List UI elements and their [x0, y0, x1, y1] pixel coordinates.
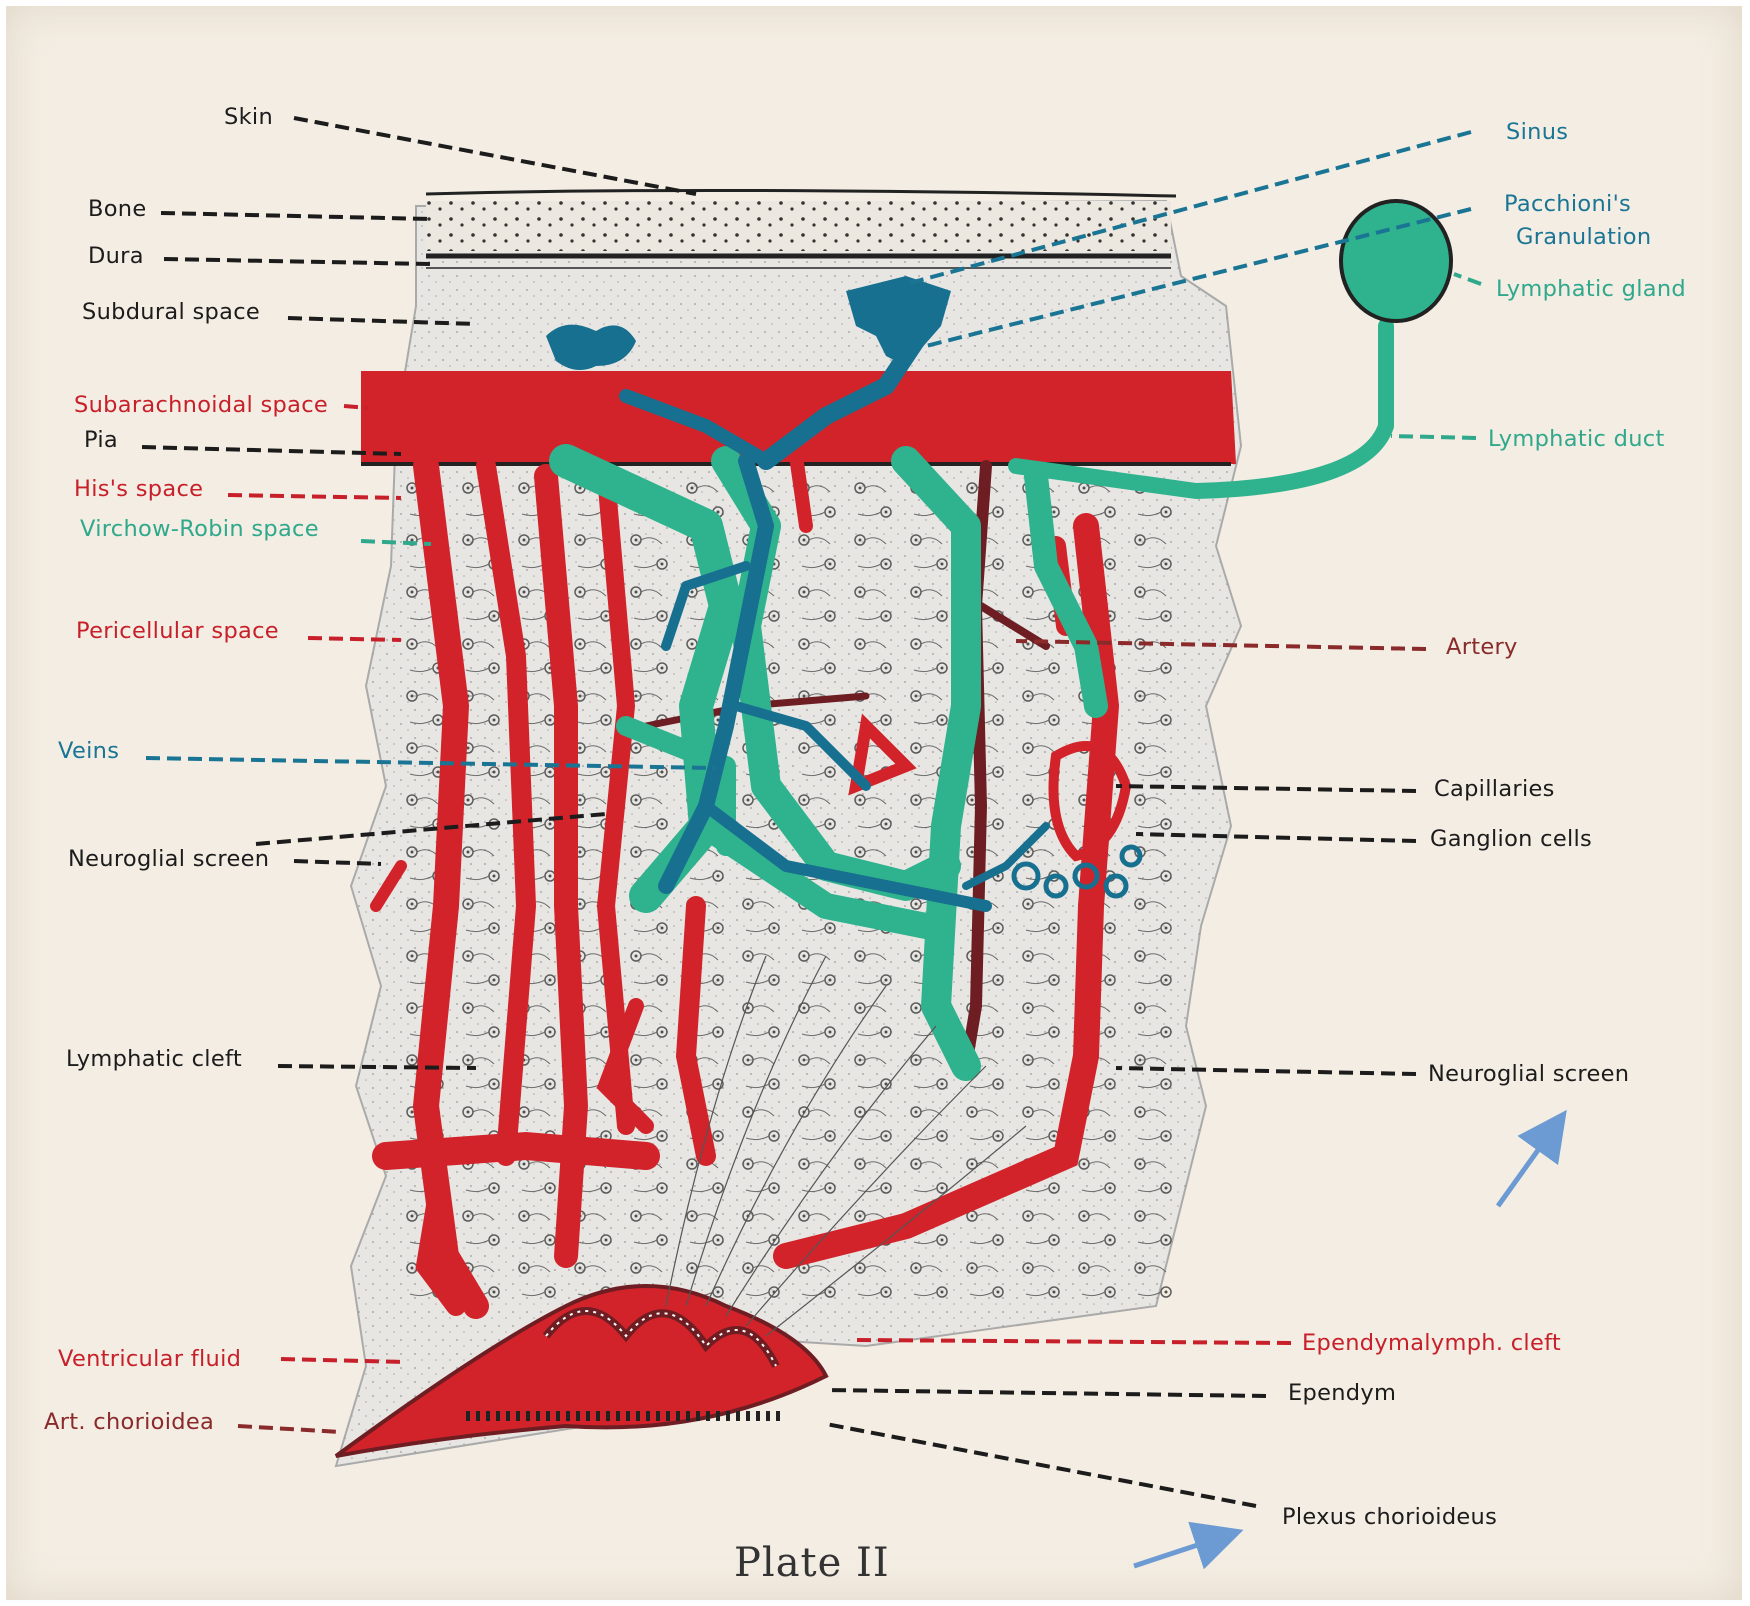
label-artery: Artery: [1446, 634, 1518, 660]
arrow-annotation-icon: [1495, 1109, 1567, 1208]
skin-layer: [425, 188, 1177, 198]
label-skin: Skin: [224, 104, 273, 130]
label-neuroglial-screen-left: Neuroglial screen: [68, 846, 269, 872]
label-subdural-space: Subdural space: [82, 299, 260, 325]
label-pacchionis-line1: Pacchioni's: [1504, 191, 1631, 217]
annotation-arrows: [1133, 1109, 1567, 1570]
arrow-annotation-icon: [1133, 1521, 1244, 1570]
label-his-space: His's space: [74, 476, 203, 502]
vein-vessels: [619, 317, 1050, 912]
lymphatic-gland: [1339, 199, 1453, 323]
label-art-chorioidea: Art. chorioidea: [44, 1409, 214, 1435]
pacchioni-granulation: [546, 324, 636, 370]
label-lymphatic-duct: Lymphatic duct: [1488, 426, 1665, 452]
plexus-chorioideus-drawing: [334, 1284, 829, 1458]
label-veins: Veins: [58, 738, 119, 764]
label-capillaries: Capillaries: [1434, 776, 1555, 802]
label-ependymalymph-cleft: Ependymalymph. cleft: [1302, 1330, 1561, 1356]
subarachnoidal-band: [361, 371, 1236, 464]
label-lymphatic-gland: Lymphatic gland: [1496, 276, 1686, 302]
label-subarachnoidal-space: Subarachnoidal space: [74, 392, 328, 418]
label-ganglion-cells: Ganglion cells: [1430, 826, 1592, 852]
plate-caption: Plate II: [734, 1540, 890, 1586]
label-pia: Pia: [84, 427, 118, 453]
label-ependym: Ependym: [1288, 1380, 1396, 1406]
capillary-knot: [1011, 844, 1143, 899]
plate-background: Skin Bone Dura Subdural space Subarachno…: [6, 6, 1742, 1600]
label-pacchionis-line2: Granulation: [1516, 224, 1651, 250]
leader-lines: [141, 116, 1482, 1508]
label-dura: Dura: [88, 243, 144, 269]
label-sinus: Sinus: [1506, 119, 1568, 145]
label-bone: Bone: [88, 196, 147, 222]
labels-left: Skin Bone Dura Subdural space Subarachno…: [44, 104, 328, 1435]
anatomy-diagram: Skin Bone Dura Subdural space Subarachno…: [44, 104, 1686, 1586]
label-lymphatic-cleft: Lymphatic cleft: [66, 1046, 242, 1072]
label-ventricular-fluid: Ventricular fluid: [58, 1346, 241, 1372]
labels-right: Sinus Pacchioni's Granulation Lymphatic …: [1282, 119, 1686, 1530]
fibers: [665, 955, 1027, 1337]
label-virchow-robin-space: Virchow-Robin space: [80, 516, 319, 542]
sinus-body: [846, 276, 951, 366]
label-pericellular-space: Pericellular space: [76, 618, 279, 644]
label-plexus-chorioideus: Plexus chorioideus: [1282, 1504, 1497, 1530]
label-neuroglial-screen-right: Neuroglial screen: [1428, 1061, 1629, 1087]
